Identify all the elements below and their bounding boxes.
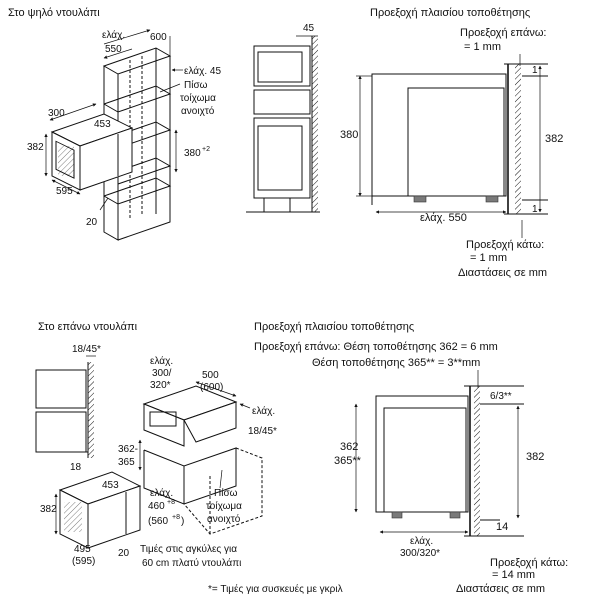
dim-320: 320* — [150, 380, 171, 391]
top-dims-in-mm: Διαστάσεις σε mm — [458, 267, 547, 279]
bottom-over-line1: Προεξοχή κάτω: — [466, 239, 544, 251]
wall-cabinet-side: 18/45* 18 — [35, 344, 101, 473]
dim-550: 550 — [105, 44, 122, 55]
dim-380-sup: +2 — [202, 146, 210, 153]
dim-20-b: 20 — [118, 548, 130, 559]
dim-1-bottom: 1 — [532, 204, 538, 215]
top-left-title: Στο ψηλό ντουλάπι — [8, 7, 100, 19]
dim-460: 460 — [148, 501, 165, 512]
dim-382-b: 382 — [40, 504, 57, 515]
back-open-line3: ανοιχτό — [181, 105, 215, 117]
dim-380: 380 — [184, 148, 201, 159]
dim-min-300-l1: ελάχ. — [150, 355, 173, 367]
top-over-line1: Προεξοχή επάνω: — [460, 27, 546, 39]
dim-min-label: ελάχ. — [102, 29, 125, 41]
back-l1: Πίσω — [214, 487, 238, 499]
dim-365-r: 365** — [334, 455, 362, 467]
over-top-l1: Προεξοχή επάνω: Θέση τοποθέτησης 362 = 6… — [254, 341, 498, 353]
dim-362-365a: 362- — [118, 444, 138, 455]
dim-460-sup: +8 — [167, 499, 175, 506]
dim-495: 495 — [74, 544, 91, 555]
top-right-section: Προεξοχή επάνω: = 1 mm 380 382 1 1 ελάχ.… — [340, 27, 563, 279]
dim-453: 453 — [94, 119, 111, 130]
dim-382-right: 382 — [545, 133, 563, 145]
dim-min18-l2: 18/45* — [248, 426, 277, 437]
dim-6-3: 6/3** — [490, 391, 512, 402]
bottom-right-section: Προεξοχή επάνω: Θέση τοποθέτησης 362 = 6… — [254, 341, 568, 595]
bottom-dims-in-mm: Διαστάσεις σε mm — [456, 583, 545, 595]
microwave-iso-top — [50, 113, 134, 191]
top-over-line2: = 1 mm — [464, 41, 501, 53]
note-line1: Τιμές στις αγκύλες για — [140, 543, 237, 555]
dim-560-close: ) — [181, 516, 184, 527]
dim-1-top: 1 — [532, 65, 538, 76]
dim-382-r: 382 — [526, 451, 544, 463]
dim-595p: (595) — [72, 556, 95, 567]
back-open-line1: Πίσω — [184, 79, 208, 91]
dim-453-b: 453 — [102, 480, 119, 491]
bottom-right-title: Προεξοχή πλαισίου τοποθέτησης — [254, 321, 414, 333]
dim-362-r: 362 — [340, 441, 358, 453]
dim-560: (560 — [148, 516, 168, 527]
dim-595: 595 — [56, 186, 73, 197]
dim-300-320-l1: 300/ — [152, 368, 172, 379]
top-right-title: Προεξοχή πλαισίου τοποθέτησης — [370, 7, 530, 19]
bottom-r-l2: = 14 mm — [492, 569, 535, 581]
microwave-iso-bottom — [58, 471, 142, 549]
dim-550-right: ελάχ. 550 — [420, 212, 467, 224]
bottom-r-l1: Προεξοχή κάτω: — [490, 557, 568, 569]
bottom-over-line2: = 1 mm — [470, 252, 507, 264]
dim-min18-l1: ελάχ. — [252, 405, 275, 417]
dim-18-45: 18/45* — [72, 344, 101, 355]
dim-14: 14 — [496, 521, 508, 533]
dim-18: 18 — [70, 462, 82, 473]
dim-500: 500 — [202, 370, 219, 381]
dim-382: 382 — [27, 142, 44, 153]
dim-365: 365 — [118, 457, 135, 468]
dim-min45: ελάχ. 45 — [184, 65, 221, 77]
dim-min460-l1: ελάχ. — [150, 487, 173, 499]
note-line2: 60 cm πλατύ ντουλάπι — [142, 557, 241, 569]
over-top-l2: Θέση τοποθέτησης 365** = 3**mm — [312, 357, 480, 369]
tall-cabinet-side: 45 — [246, 23, 320, 213]
bottom-left-title: Στο επάνω ντουλάπι — [38, 321, 138, 333]
back-open-line2: τοίχωμα — [180, 92, 216, 104]
dim-380-right: 380 — [340, 129, 358, 141]
min-l2-r: 300/320* — [400, 548, 440, 559]
back-l2: τοίχωμα — [206, 500, 242, 512]
min-l1-r: ελάχ. — [410, 535, 433, 547]
footnote: *= Τιμές για συσκευές με γκριλ — [208, 583, 343, 595]
dim-45-side: 45 — [303, 23, 315, 34]
back-l3: ανοιχτό — [207, 513, 241, 525]
dim-560-sup: +8 — [172, 514, 180, 521]
dim-600: 600 — [150, 32, 167, 43]
dim-20: 20 — [86, 217, 98, 228]
